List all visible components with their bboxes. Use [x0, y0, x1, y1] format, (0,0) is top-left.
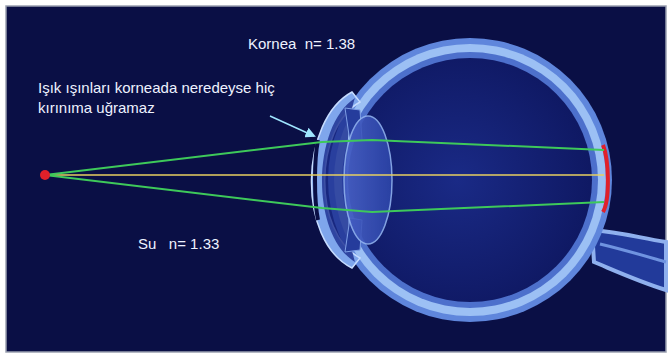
- sclera: [328, 38, 612, 322]
- cornea-label: Kornea n= 1.38: [248, 34, 355, 54]
- sclera-edge: [334, 44, 606, 316]
- background: [6, 6, 666, 352]
- optic-nerve: [592, 230, 666, 290]
- optical-axis: [45, 174, 604, 176]
- lens: [344, 116, 392, 244]
- light-ray-bottom: [45, 175, 604, 212]
- water-label: Su n= 1.33: [138, 234, 219, 254]
- callout-note: Işık ışınları korneada neredeyse hiç kır…: [38, 78, 288, 118]
- leader-line: [270, 116, 314, 136]
- light-source: [40, 170, 50, 180]
- light-ray-top: [45, 140, 604, 175]
- choroid: [342, 52, 598, 308]
- optic-nerve-core: [600, 244, 666, 262]
